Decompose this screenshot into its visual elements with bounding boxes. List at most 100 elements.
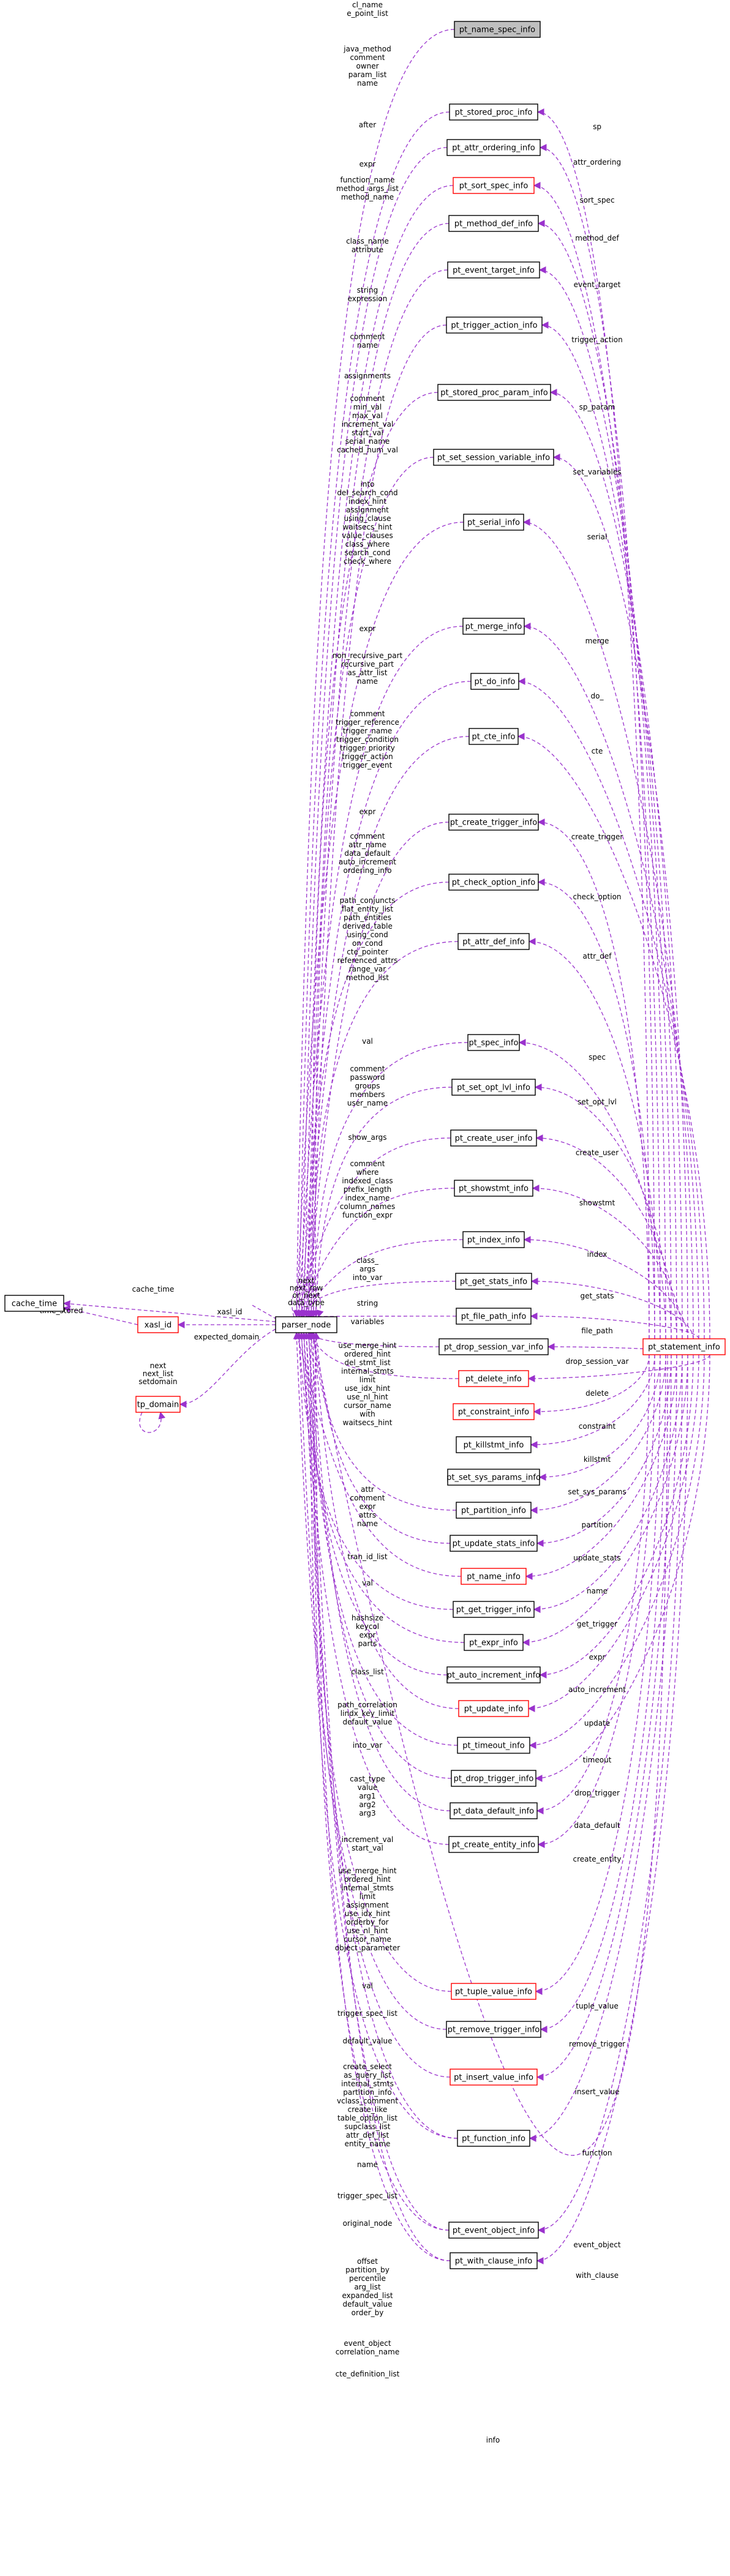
edge-cache-time — [62, 1300, 276, 1322]
member-label-g-set-opt-lvl: val — [362, 1037, 373, 1046]
relation-label-showstmt: showstmt — [579, 1199, 615, 1207]
node-pt-spec-info[interactable]: pt_spec_info — [467, 1034, 520, 1051]
node-parser-node[interactable]: parser_node — [275, 1316, 337, 1333]
node-label-pt-get-stats-info: pt_get_stats_info — [460, 1278, 527, 1287]
member-label-g-function: name — [357, 2160, 378, 2169]
node-pt-merge-info[interactable]: pt_merge_info — [462, 618, 525, 635]
node-pt-expr-info[interactable]: pt_expr_info — [464, 1634, 524, 1651]
node-pt-killstmt-info[interactable]: pt_killstmt_info — [456, 1436, 532, 1453]
node-pt-trigger-action-info[interactable]: pt_trigger_action_info — [446, 316, 543, 334]
node-label-pt-name-info: pt_name_info — [467, 1573, 521, 1582]
node-pt-data-default-info[interactable]: pt_data_default_info — [450, 1802, 538, 1819]
node-pt-get-trigger-info[interactable]: pt_get_trigger_info — [453, 1601, 535, 1618]
edge-statement-pt-name-info — [525, 1354, 677, 1580]
node-pt-do-info[interactable]: pt_do_info — [470, 673, 519, 690]
node-label-pt-with-clause-info: pt_with_clause_info — [455, 2257, 533, 2266]
node-label-pt-tuple-value-info: pt_tuple_value_info — [455, 1988, 532, 1997]
node-pt-with-clause-info[interactable]: pt_with_clause_info — [450, 2252, 538, 2269]
node-pt-file-path-info[interactable]: pt_file_path_info — [456, 1308, 532, 1325]
edge-g-delete — [309, 1331, 459, 1379]
relation-label-file-path: file_path — [581, 1327, 613, 1335]
node-pt-stored-proc-param-info[interactable]: pt_stored_proc_param_info — [437, 384, 551, 401]
node-pt-function-info[interactable]: pt_function_info — [457, 2130, 530, 2147]
node-pt-sort-spec-info[interactable]: pt_sort_spec_info — [453, 177, 535, 194]
node-label-pt-attr-def-info: pt_attr_def_info — [462, 938, 525, 947]
node-cache-time[interactable]: cache_time — [4, 1295, 64, 1312]
edge-g-drop-session-var — [308, 1332, 440, 1347]
node-pt-insert-value-info[interactable]: pt_insert_value_info — [450, 2069, 538, 2086]
node-pt-cte-info[interactable]: pt_cte_info — [468, 728, 519, 745]
node-pt-drop-session-var-info[interactable]: pt_drop_session_var_info — [438, 1338, 549, 1355]
node-pt-event-target-info[interactable]: pt_event_target_info — [447, 261, 540, 279]
relation-label-check-option: check_option — [573, 893, 621, 901]
node-pt-name-info[interactable]: pt_name_info — [461, 1568, 527, 1585]
relation-label-set-variables: set_variables — [573, 468, 621, 476]
node-label-pt-event-target-info: pt_event_target_info — [453, 266, 535, 275]
node-pt-set-session-variable-info[interactable]: pt_set_session_variable_info — [433, 449, 554, 466]
relation-label-insert-value: insert_value — [575, 2087, 620, 2096]
member-label-g-remove-trigger: trigger_spec_list — [337, 2009, 397, 2018]
edge-g-serial — [293, 522, 464, 1318]
node-pt-showstmt-info[interactable]: pt_showstmt_info — [454, 1180, 533, 1197]
node-pt-index-info[interactable]: pt_index_info — [462, 1231, 525, 1248]
member-label-g-event-object: trigger_spec_list — [337, 2192, 397, 2200]
node-pt-set-opt-lvl-info[interactable]: pt_set_opt_lvl_info — [451, 1079, 536, 1096]
relation-label-create-entity: create_entity — [573, 1855, 622, 1863]
edge-statement-pt-function-info — [529, 1354, 677, 2142]
edge-statement-pt-trigger-action-info — [541, 321, 677, 1339]
edge-statement-pt-merge-info — [523, 623, 699, 1339]
node-pt-timeout-info[interactable]: pt_timeout_info — [457, 1737, 530, 1754]
node-pt-auto-increment-info[interactable]: pt_auto_increment_info — [446, 1666, 541, 1683]
node-pt-attr-ordering-info[interactable]: pt_attr_ordering_info — [446, 139, 541, 156]
node-pt-delete-info[interactable]: pt_delete_info — [458, 1370, 529, 1387]
node-xasl-id[interactable]: xasl_id — [137, 1316, 179, 1333]
edge-g-sort-spec — [300, 185, 454, 1318]
edge-statement-pt-delete-info — [527, 1354, 710, 1382]
edge-g-set-opt-lvl — [312, 1087, 453, 1318]
edge-g-insert-value — [295, 1331, 451, 2078]
node-pt-update-info[interactable]: pt_update_info — [458, 1700, 529, 1717]
node-pt-check-option-info[interactable]: pt_check_option_info — [448, 874, 539, 891]
edge-g-do — [298, 681, 472, 1318]
member-label-g-file-path: string — [357, 1299, 378, 1308]
node-pt-get-stats-info[interactable]: pt_get_stats_info — [455, 1273, 532, 1290]
relation-label-expr: expr — [589, 1653, 606, 1661]
node-pt-statement-info[interactable]: pt_statement_info — [642, 1338, 726, 1355]
edge-statement-pt-stored-proc-info — [536, 108, 650, 1339]
member-label-g-set-session-var: assignments — [344, 372, 391, 380]
node-pt-tuple-value-info[interactable]: pt_tuple_value_info — [451, 1983, 536, 2000]
node-pt-stored-proc-info[interactable]: pt_stored_proc_info — [449, 103, 538, 121]
node-tp-domain[interactable]: tp_domain — [135, 1396, 181, 1413]
member-label-g-expr: class_list — [351, 1668, 384, 1676]
node-pt-create-entity-info[interactable]: pt_create_entity_info — [448, 1836, 539, 1853]
relation-label-timeout: timeout — [583, 1756, 612, 1764]
node-label-pt-merge-info: pt_merge_info — [465, 623, 522, 632]
node-pt-remove-trigger-info[interactable]: pt_remove_trigger_info — [446, 2021, 541, 2038]
edge-expected-domain — [179, 1328, 276, 1408]
node-pt-attr-def-info[interactable]: pt_attr_def_info — [457, 933, 530, 950]
node-pt-serial-info[interactable]: pt_serial_info — [463, 514, 524, 531]
node-pt-create-trigger-info[interactable]: pt_create_trigger_info — [448, 814, 539, 831]
node-pt-partition-info[interactable]: pt_partition_info — [456, 1502, 532, 1519]
node-pt-name-spec-info[interactable]: pt_name_spec_info — [454, 21, 541, 38]
node-pt-drop-trigger-info[interactable]: pt_drop_trigger_info — [451, 1770, 536, 1787]
edge-statement-pt-check-option-info — [537, 878, 655, 1339]
node-pt-create-user-info[interactable]: pt_create_user_info — [450, 1129, 537, 1147]
edge-statement-pt-attr-ordering-info — [539, 144, 655, 1339]
node-pt-set-sys-params-info[interactable]: pt_set_sys_params_info — [446, 1469, 541, 1486]
edge-g-event-object2 — [310, 1331, 450, 2231]
node-pt-method-def-info[interactable]: pt_method_def_info — [448, 215, 539, 232]
node-pt-constraint-info[interactable]: pt_constraint_info — [453, 1403, 535, 1420]
edge-g-showstmt — [298, 1188, 455, 1318]
node-pt-event-object-info[interactable]: pt_event_object_info — [448, 2222, 539, 2239]
member-label-g-update-stats: tran_id_list — [347, 1552, 387, 1561]
edge-statement-pt-constraint-info — [533, 1354, 650, 1415]
node-pt-update-stats-info[interactable]: pt_update_stats_info — [450, 1535, 538, 1552]
